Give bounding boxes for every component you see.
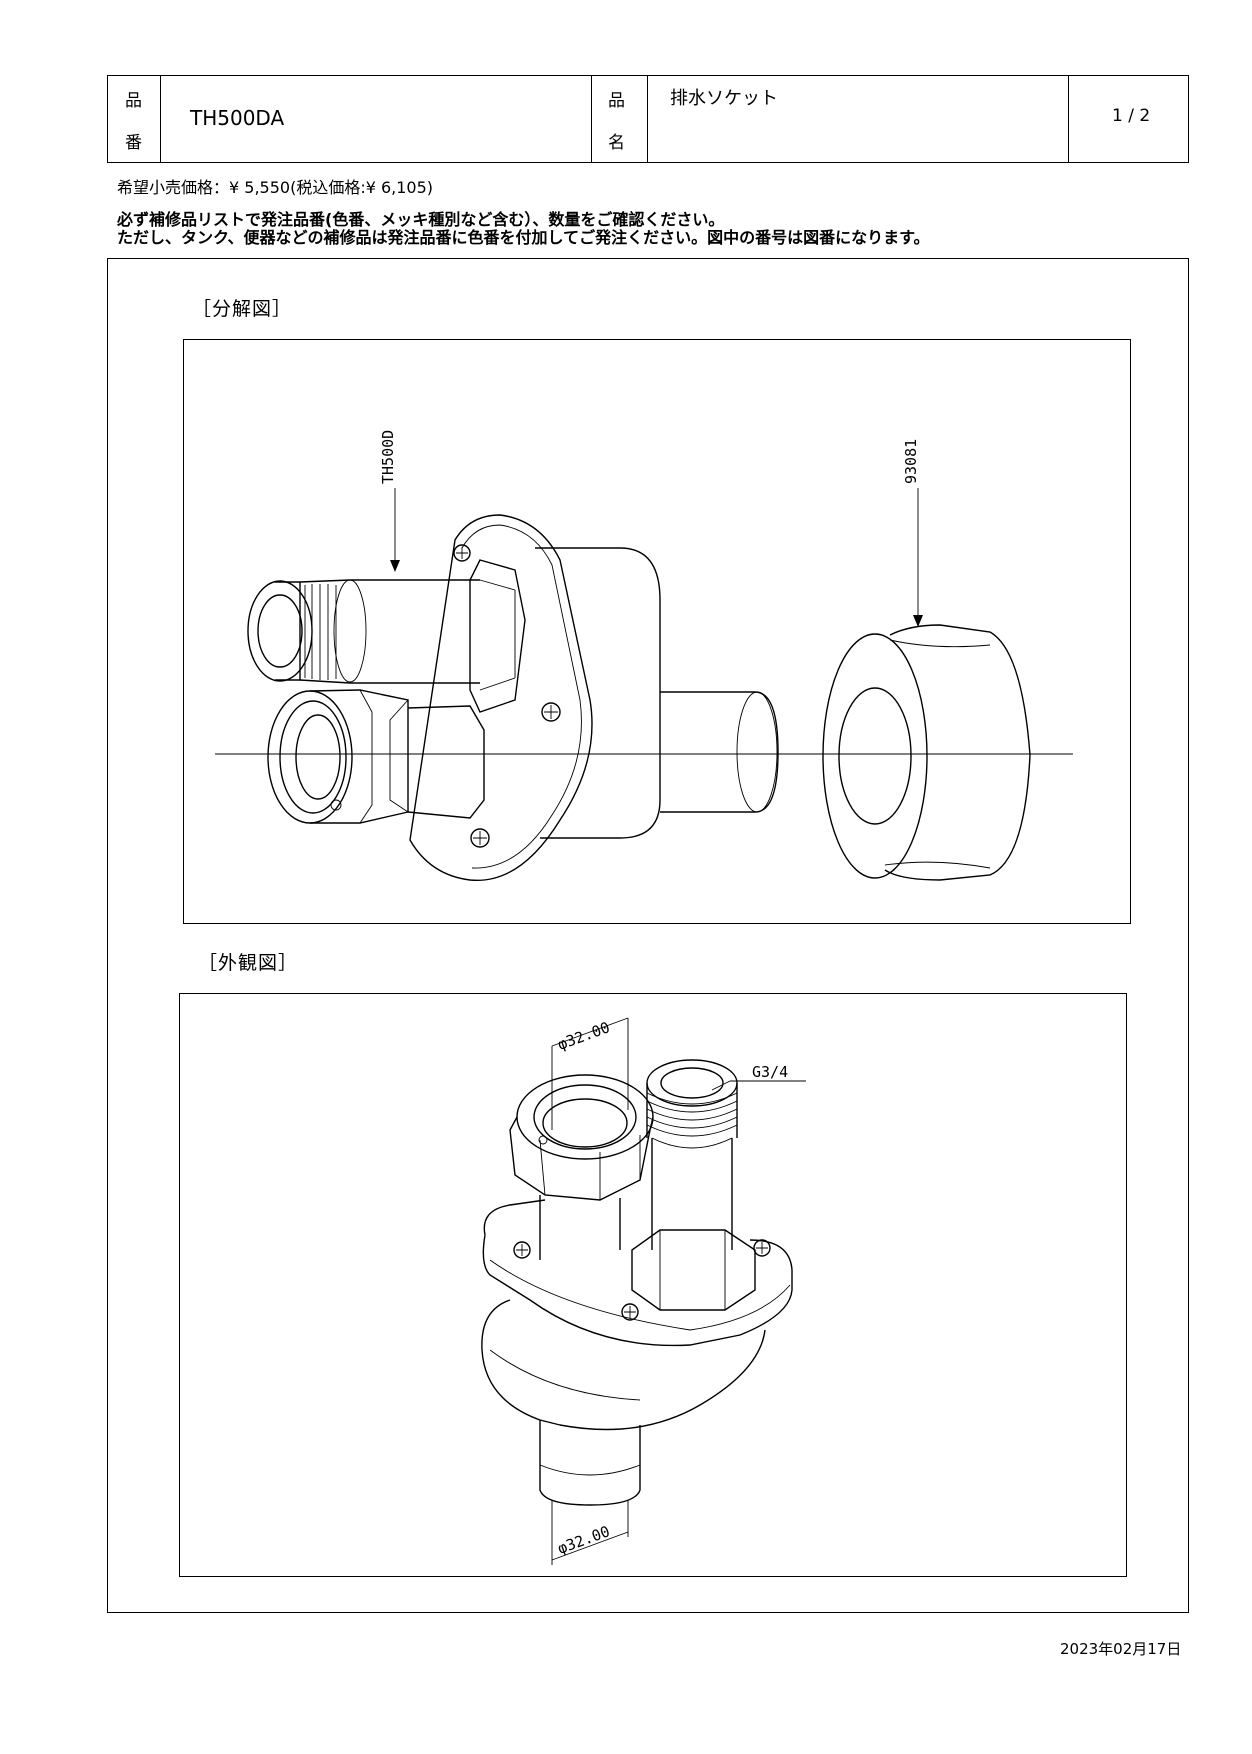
name-label: 名 bbox=[608, 133, 625, 153]
price-line: 希望小売価格：¥ 5,550(税込価格:¥ 6,105) bbox=[117, 178, 434, 197]
hex-nut-body bbox=[509, 1116, 654, 1201]
thread-lines bbox=[304, 584, 337, 680]
ring-front bbox=[822, 633, 928, 879]
hex-nut-faces bbox=[539, 1135, 641, 1200]
outlet-pipe-section bbox=[539, 1464, 641, 1476]
screw-slot bbox=[544, 705, 558, 719]
dimension-line bbox=[551, 1017, 629, 1047]
screw bbox=[453, 544, 471, 562]
product-name: 排水ソケット bbox=[670, 88, 778, 109]
pipe-section bbox=[651, 1137, 733, 1149]
external-view-title: ［外観図］ bbox=[198, 952, 299, 974]
hex-nut bbox=[631, 1229, 756, 1311]
notice-line-2: ただし、タンク、便器などの補修品は発注品番に色番を付加してご発注ください。図中の… bbox=[117, 228, 930, 247]
socket-mark bbox=[330, 799, 342, 811]
thread-label: G3/4 bbox=[752, 1063, 788, 1081]
body-shape bbox=[481, 1299, 766, 1431]
ring-outer bbox=[884, 624, 1031, 881]
callout-th500d: TH500D bbox=[379, 430, 397, 484]
divider bbox=[160, 76, 161, 162]
screw-slot bbox=[624, 1306, 636, 1318]
pipe-body bbox=[299, 579, 480, 684]
dim-bottom: φ32.00 bbox=[555, 1522, 612, 1557]
leader-arrow bbox=[913, 615, 923, 627]
divider bbox=[1068, 76, 1069, 162]
flange-edge bbox=[489, 1259, 791, 1331]
name-label: 品 bbox=[608, 91, 625, 111]
callout-93081: 93081 bbox=[902, 439, 920, 484]
outlet-pipe-end bbox=[736, 691, 778, 813]
screw bbox=[621, 1303, 639, 1321]
divider bbox=[591, 76, 592, 162]
part-no-label: 品 bbox=[125, 91, 142, 111]
socket-neck bbox=[539, 1195, 621, 1260]
external-drawing: φ32.00 G3/4 bbox=[481, 1017, 806, 1565]
flange-edge bbox=[461, 524, 582, 869]
ring-chamfer bbox=[884, 639, 991, 869]
pipe-bore bbox=[660, 1067, 724, 1099]
screw-slot bbox=[516, 1244, 528, 1256]
page-indicator: 1 / 2 bbox=[1112, 106, 1151, 126]
screw bbox=[513, 1241, 531, 1259]
socket-neck bbox=[407, 705, 485, 819]
screw-slot bbox=[473, 831, 487, 845]
socket-inner bbox=[279, 700, 347, 814]
pipe-body bbox=[651, 1138, 733, 1250]
exploded-drawing: TH500D 93081 bbox=[215, 430, 1073, 882]
body-shape bbox=[535, 547, 661, 839]
divider bbox=[647, 76, 648, 162]
dim-top: φ32.00 bbox=[555, 1018, 612, 1053]
notice-line-1: 必ず補修品リストで発注品番(色番、メッキ種別など含む）、数量をご確認ください。 bbox=[117, 210, 725, 229]
footer-date: 2023年02月17日 bbox=[1060, 1640, 1182, 1658]
thread-leader bbox=[711, 1080, 731, 1091]
screw bbox=[753, 1239, 771, 1257]
socket-nut-faces bbox=[359, 689, 409, 824]
flange-plate bbox=[409, 514, 593, 882]
socket-nut-body bbox=[309, 689, 409, 824]
screw bbox=[541, 702, 561, 722]
flange-plate bbox=[482, 1199, 793, 1347]
outlet-pipe bbox=[539, 1420, 641, 1506]
hex-nut-edge bbox=[479, 579, 516, 691]
socket-bore bbox=[542, 1098, 628, 1148]
part-no-label: 番 bbox=[125, 133, 142, 153]
ring-bore bbox=[838, 687, 912, 825]
screw-slot bbox=[756, 1242, 768, 1254]
part-number: TH500DA bbox=[190, 106, 285, 130]
thread-body bbox=[646, 1083, 738, 1138]
pipe-section bbox=[333, 579, 367, 683]
socket-bore bbox=[295, 714, 341, 800]
pipe-bore bbox=[257, 594, 303, 668]
screw-slot bbox=[456, 547, 468, 559]
hex-nut-edge bbox=[659, 1230, 726, 1310]
outlet-pipe bbox=[660, 691, 779, 813]
hex-nut bbox=[469, 559, 526, 713]
body-edge bbox=[489, 1349, 641, 1401]
socket-mark bbox=[538, 1135, 548, 1145]
socket-inner bbox=[533, 1084, 637, 1150]
drawing-frame bbox=[107, 258, 1189, 1613]
thread-lines bbox=[646, 1092, 738, 1137]
screw bbox=[470, 828, 490, 848]
leader-arrow bbox=[390, 560, 400, 572]
exploded-view-panel bbox=[183, 339, 1131, 924]
header-table: 品 番 TH500DA 品 名 排水ソケット 1 / 2 bbox=[107, 75, 1189, 163]
external-view-panel bbox=[179, 993, 1127, 1577]
dimension-line bbox=[551, 1531, 629, 1561]
exploded-view-title: ［分解図］ bbox=[192, 298, 293, 320]
